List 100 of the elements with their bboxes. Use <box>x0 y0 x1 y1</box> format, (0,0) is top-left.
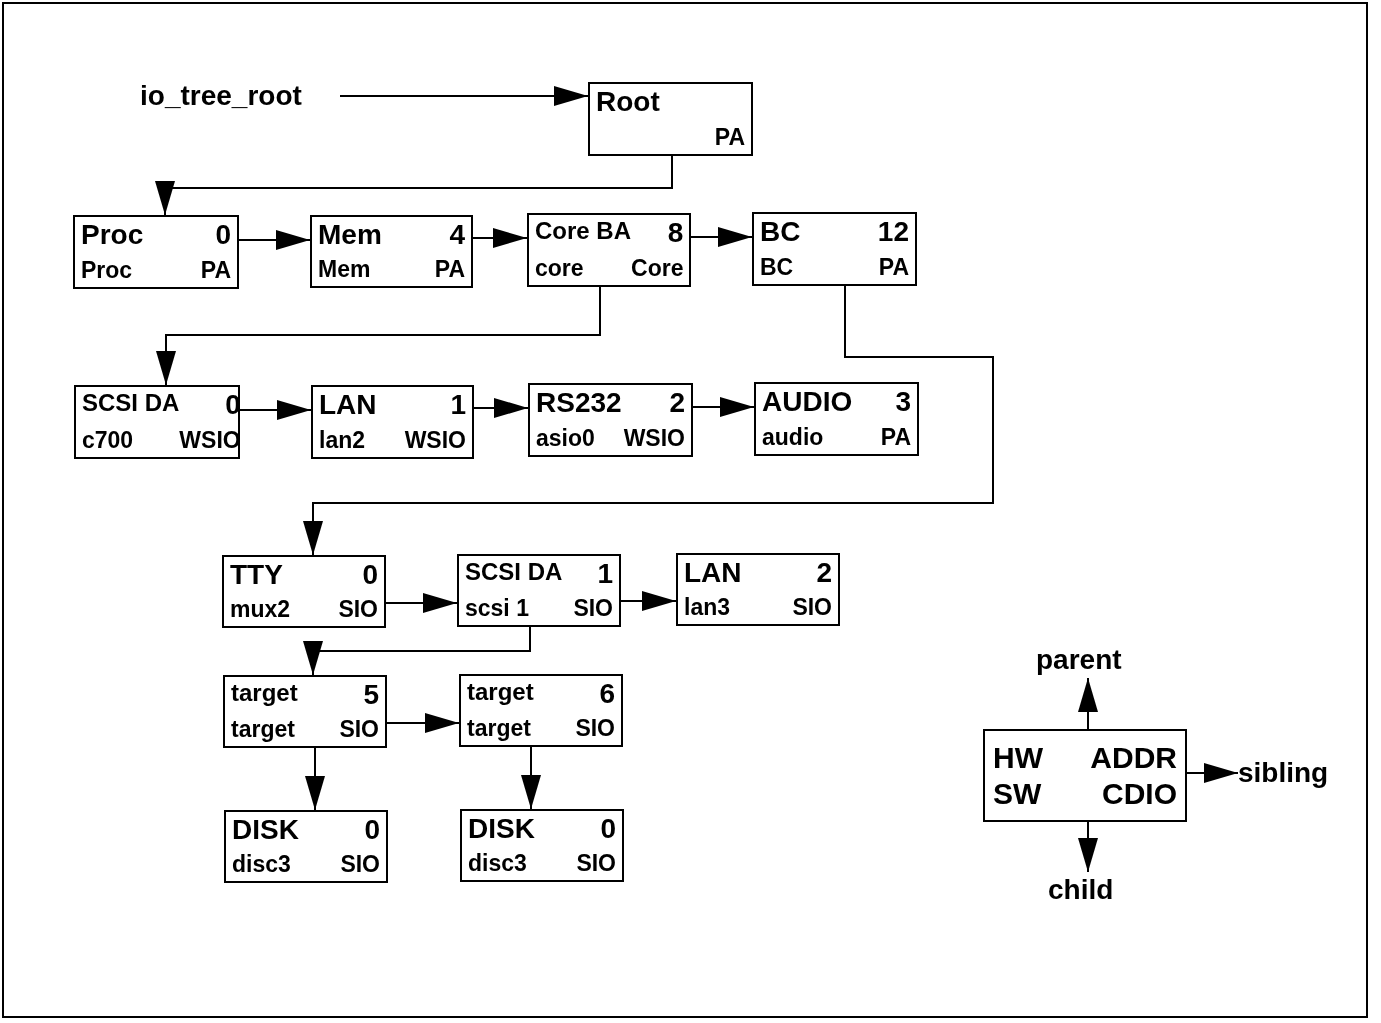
box-label: 6 <box>598 679 615 710</box>
box-label: LAN <box>319 390 377 421</box>
box-label: PA <box>880 424 911 450</box>
device-box <box>676 553 840 626</box>
arrow <box>339 86 589 106</box>
box-label: Mem <box>318 220 382 251</box>
box-label: CDIO <box>1101 777 1177 810</box>
box-label: SIO <box>573 595 613 621</box>
box-label: 0 <box>361 560 378 591</box>
device-box <box>460 809 624 882</box>
arrow <box>1186 763 1239 783</box>
box-label: 5 <box>362 680 379 711</box>
box-label: Core <box>631 255 684 281</box>
box-label: BC <box>760 254 795 280</box>
arrow <box>385 593 458 613</box>
arrow <box>239 400 312 420</box>
box-label: SIO <box>338 596 378 622</box>
arrow <box>472 228 528 248</box>
node-label: io_tree_root <box>140 78 340 114</box>
box-label: RS232 <box>536 388 622 419</box>
box-label: 4 <box>448 220 465 251</box>
box-label: SIO <box>339 716 379 742</box>
arrow <box>155 155 673 216</box>
box-label: DISK <box>468 814 535 845</box>
arrow <box>238 230 311 250</box>
box-label: 0 <box>363 815 380 846</box>
arrow <box>156 286 601 386</box>
box-label: 0 <box>214 220 231 251</box>
box-label: DISK <box>232 815 299 846</box>
arrow <box>1078 821 1098 873</box>
box-label: HW <box>993 741 1043 774</box>
arrow <box>473 398 529 418</box>
arrow <box>386 713 460 733</box>
device-box <box>752 212 917 286</box>
box-label: disc3 <box>232 851 292 877</box>
arrow <box>620 591 677 611</box>
device-box <box>459 674 623 747</box>
device-box <box>528 383 693 457</box>
box-label: PA <box>877 254 909 280</box>
box-label: mux2 <box>230 596 291 622</box>
node-label: parent <box>1036 642 1142 678</box>
device-box <box>311 385 474 459</box>
box-label: Root <box>596 87 660 118</box>
device-box <box>527 213 691 287</box>
device-box <box>754 382 919 456</box>
box-label: core <box>535 255 585 281</box>
box-label: 1 <box>449 390 466 421</box>
box-label: Mem <box>318 256 372 282</box>
box-label: scsi 1 <box>465 595 530 621</box>
device-box <box>588 82 753 156</box>
box-label: AUDIO <box>762 387 853 418</box>
box-label: ADDR <box>1090 741 1177 774</box>
device-box <box>74 385 240 459</box>
box-label: SIO <box>575 715 615 741</box>
device-box <box>224 810 388 883</box>
box-label: TTY <box>230 560 284 591</box>
box-label: 2 <box>668 388 685 419</box>
box-label: SW <box>993 777 1043 810</box>
box-label: WSIO <box>179 427 241 453</box>
box-label: target <box>467 715 532 741</box>
box-label: PA <box>714 124 745 150</box>
box-label: SIO <box>576 850 616 876</box>
box-label: SIO <box>792 594 832 620</box>
box-label: BC <box>760 217 801 248</box>
box-label: Proc <box>81 220 144 251</box>
box-label: SCSI DA <box>82 390 180 418</box>
key-box <box>983 729 1187 822</box>
box-label: 12 <box>877 217 909 248</box>
box-label: SCSI DA <box>465 559 563 587</box>
box-label: 2 <box>815 558 832 589</box>
box-label: target <box>467 679 534 707</box>
arrow <box>690 227 753 247</box>
device-box <box>310 215 473 288</box>
box-label: target <box>231 716 296 742</box>
box-label: disc3 <box>468 850 528 876</box>
arrow <box>303 626 531 676</box>
arrow <box>305 747 325 811</box>
box-label: LAN <box>684 558 742 589</box>
box-label: 8 <box>666 218 684 249</box>
arrow <box>1078 677 1098 730</box>
device-box <box>222 555 386 628</box>
box-label: 1 <box>596 559 613 590</box>
box-label: lan3 <box>684 594 732 620</box>
device-box <box>457 554 621 627</box>
box-label: asio0 <box>536 425 596 451</box>
box-label: SIO <box>340 851 380 877</box>
box-label: WSIO <box>623 425 685 451</box>
box-label: Core BA <box>535 218 631 246</box>
node-label: sibling <box>1238 755 1350 791</box>
box-label: PA <box>434 256 465 282</box>
box-label: target <box>231 680 298 708</box>
box-label: PA <box>200 257 231 283</box>
arrow <box>303 285 994 556</box>
box-label: audio <box>762 424 825 450</box>
device-box <box>73 215 239 289</box>
box-label: Proc <box>81 257 134 283</box>
box-label: c700 <box>82 427 135 453</box>
box-label: lan2 <box>319 427 367 453</box>
node-label: child <box>1048 872 1128 908</box>
box-label: WSIO <box>404 427 466 453</box>
